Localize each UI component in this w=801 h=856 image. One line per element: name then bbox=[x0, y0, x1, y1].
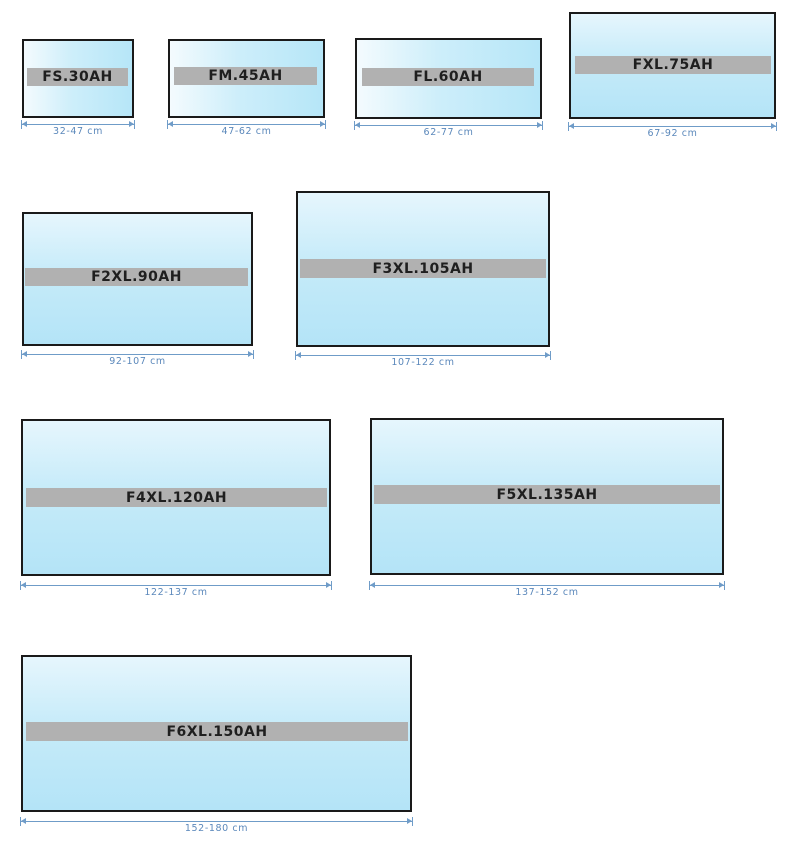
model-label: FM.45AH bbox=[174, 67, 317, 85]
dimension-arrow bbox=[21, 348, 254, 362]
dimension-arrow bbox=[20, 815, 413, 829]
size-range-label: 62-77 cm bbox=[423, 127, 474, 138]
dimension-arrow bbox=[369, 579, 725, 593]
model-label: F2XL.90AH bbox=[25, 268, 248, 286]
size-range-label: 152-180 cm bbox=[184, 823, 249, 834]
model-label: F3XL.105AH bbox=[300, 259, 546, 278]
model-label: F4XL.120AH bbox=[26, 488, 327, 507]
dimension-arrow bbox=[295, 349, 551, 363]
model-label: FS.30AH bbox=[27, 68, 128, 86]
size-range-label: 107-122 cm bbox=[391, 357, 455, 368]
model-label: F5XL.135AH bbox=[374, 485, 720, 504]
size-range-label: 32-47 cm bbox=[53, 126, 103, 137]
size-range-label: 137-152 cm bbox=[515, 587, 579, 598]
size-range-label: 122-137 cm bbox=[144, 587, 208, 598]
size-range-label: 47-62 cm bbox=[221, 126, 272, 137]
model-label: F6XL.150AH bbox=[26, 722, 408, 741]
dimension-arrow bbox=[167, 118, 326, 132]
dimension-arrow bbox=[21, 118, 135, 132]
dimension-arrow bbox=[354, 119, 543, 133]
dimension-arrow bbox=[20, 579, 332, 593]
size-range-label: 92-107 cm bbox=[109, 356, 166, 367]
dimension-arrow bbox=[568, 120, 777, 134]
size-range-label: 67-92 cm bbox=[647, 128, 698, 139]
model-label: FXL.75AH bbox=[575, 56, 771, 74]
model-label: FL.60AH bbox=[362, 68, 534, 86]
